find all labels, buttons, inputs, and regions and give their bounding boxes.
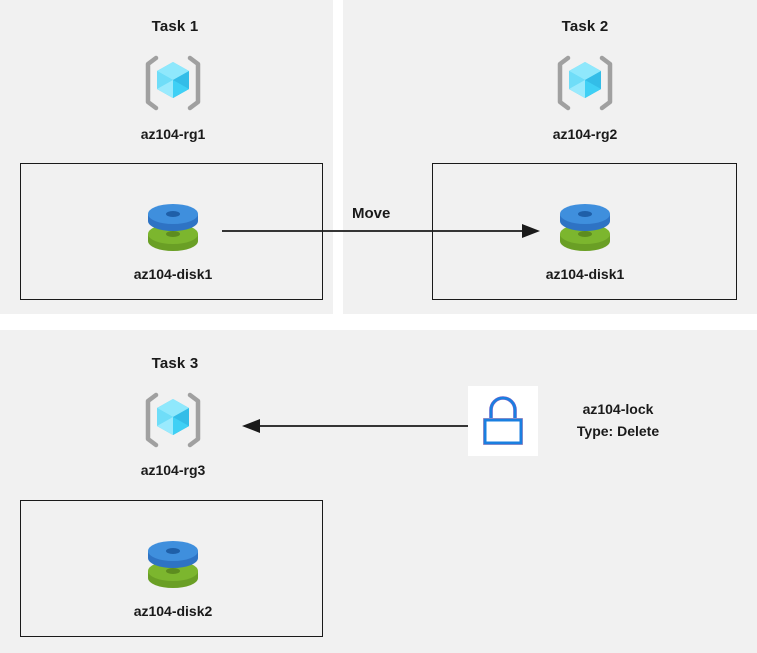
resource-group-label-1: az104-rg1 [140, 126, 206, 142]
resource-label-2: az104-disk1 [545, 266, 625, 282]
managed-disk-icon [148, 204, 198, 251]
lock-icon-tile [468, 386, 538, 456]
task-1-title: Task 1 [151, 18, 199, 35]
resource-group-cube-icon [557, 55, 613, 111]
resource-group-label-2: az104-rg2 [552, 126, 618, 142]
move-arrow [222, 224, 540, 238]
task-2-title: Task 2 [561, 18, 609, 35]
task-3-title: Task 3 [151, 355, 199, 372]
lock-name: az104-lock [582, 401, 654, 417]
move-arrow-label: Move [352, 205, 391, 222]
resource-group-cube-icon [145, 392, 201, 448]
managed-disk-icon [148, 541, 198, 588]
managed-disk-icon [560, 204, 610, 251]
padlock-icon [483, 396, 523, 445]
lock-type: Type: Delete [576, 423, 660, 439]
resource-group-cube-icon [145, 55, 201, 111]
resource-label-1: az104-disk1 [133, 266, 213, 282]
resource-group-label-3: az104-rg3 [140, 462, 206, 478]
lock-text-block: az104-lock Type: Delete [543, 398, 693, 442]
resource-label-3: az104-disk2 [133, 603, 213, 619]
lock-arrow [242, 419, 476, 433]
